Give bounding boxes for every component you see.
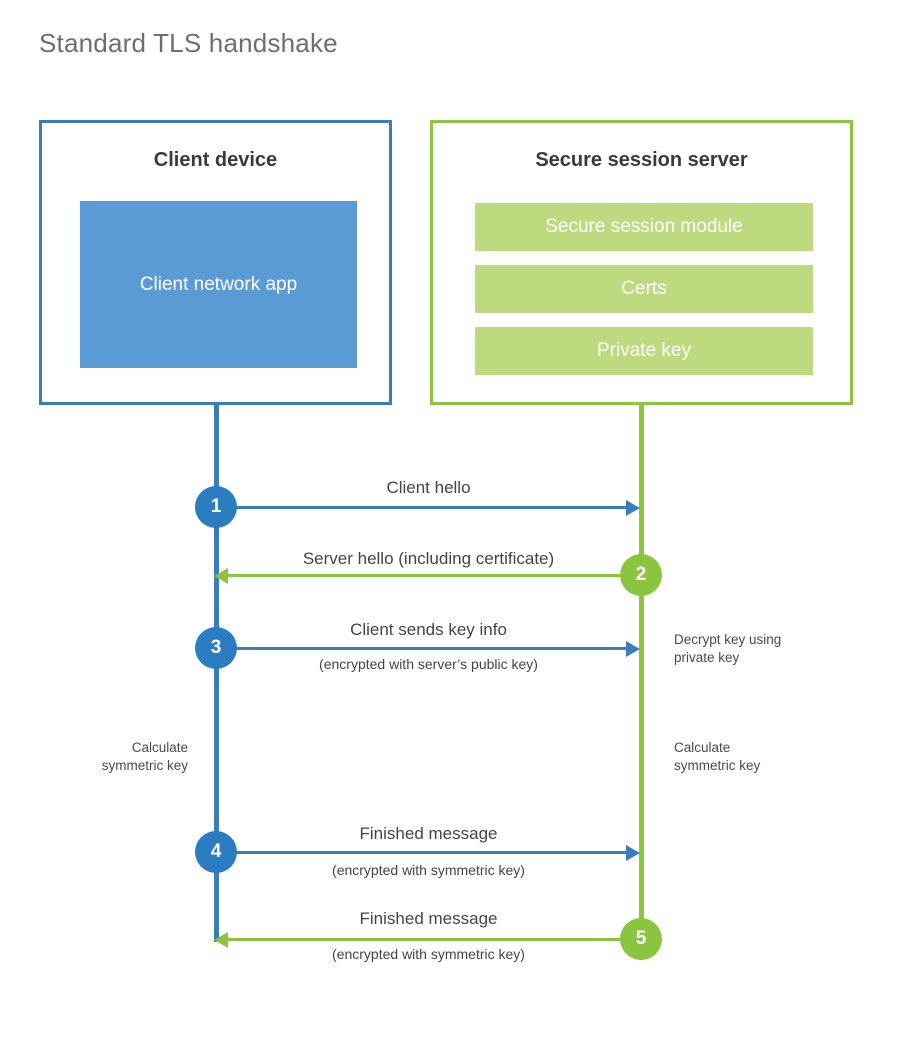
server-calc-note-line-1: Calculate <box>674 740 731 755</box>
step-2-badge[interactable]: 2 <box>620 554 662 596</box>
step-3-badge[interactable]: 3 <box>195 627 237 669</box>
step-3-label: Client sends key info <box>350 620 507 639</box>
step-4-arrow-line <box>216 851 628 854</box>
decrypt-key-note-line-1: Decrypt key using <box>674 632 782 647</box>
decrypt-key-note-line-2: private key <box>674 650 740 666</box>
page-title: Standard TLS handshake <box>39 28 338 58</box>
step-5-arrowhead-icon <box>214 932 228 948</box>
step-2-arrow-line <box>228 574 641 577</box>
client-calc-note-line-1: Calculate <box>131 740 188 755</box>
step-4-arrowhead-icon <box>626 845 640 861</box>
step-2-label: Server hello (including certificate) <box>302 549 555 568</box>
step-3-arrowhead-icon <box>626 641 640 657</box>
secure-session-server-title: Secure session server <box>535 149 748 171</box>
server-lifeline <box>639 403 644 939</box>
step-5-arrow-line <box>228 938 641 941</box>
step-1-badge[interactable]: 1 <box>195 486 237 528</box>
step-5-badge[interactable]: 5 <box>620 918 662 960</box>
step-5-label: Finished message <box>359 909 498 928</box>
step-1-arrowhead-icon <box>626 500 640 516</box>
step-3-arrow-line <box>216 647 628 650</box>
client-device-title: Client device <box>153 149 278 171</box>
server-module-certs: Certs <box>475 265 813 313</box>
client-lifeline <box>214 403 219 942</box>
server-calculate-symmetric-key-note: Calculate symmetric key <box>674 739 854 775</box>
step-3-sublabel: (encrypted with server’s public key) <box>319 656 538 672</box>
step-2-arrowhead-icon <box>214 568 228 584</box>
step-4-sublabel: (encrypted with symmetric key) <box>332 862 525 878</box>
client-network-app-block: Client network app <box>80 201 357 368</box>
client-calculate-symmetric-key-note: Calculate symmetric key <box>20 739 188 775</box>
step-1-label: Client hello <box>386 478 471 497</box>
step-1-arrow-line <box>216 506 628 509</box>
server-module-private-key: Private key <box>475 327 813 375</box>
step-4-label: Finished message <box>359 824 498 843</box>
step-5-sublabel: (encrypted with symmetric key) <box>332 946 525 962</box>
client-device-box: Client device Client network app <box>39 120 392 405</box>
server-calc-note-line-2: symmetric key <box>674 758 761 774</box>
decrypt-key-note: Decrypt key using private key <box>674 631 854 667</box>
client-calc-note-line-2: symmetric key <box>101 758 188 774</box>
step-4-badge[interactable]: 4 <box>195 831 237 873</box>
secure-session-server-box: Secure session server Secure session mod… <box>430 120 853 405</box>
server-module-secure-session-module: Secure session module <box>475 203 813 251</box>
